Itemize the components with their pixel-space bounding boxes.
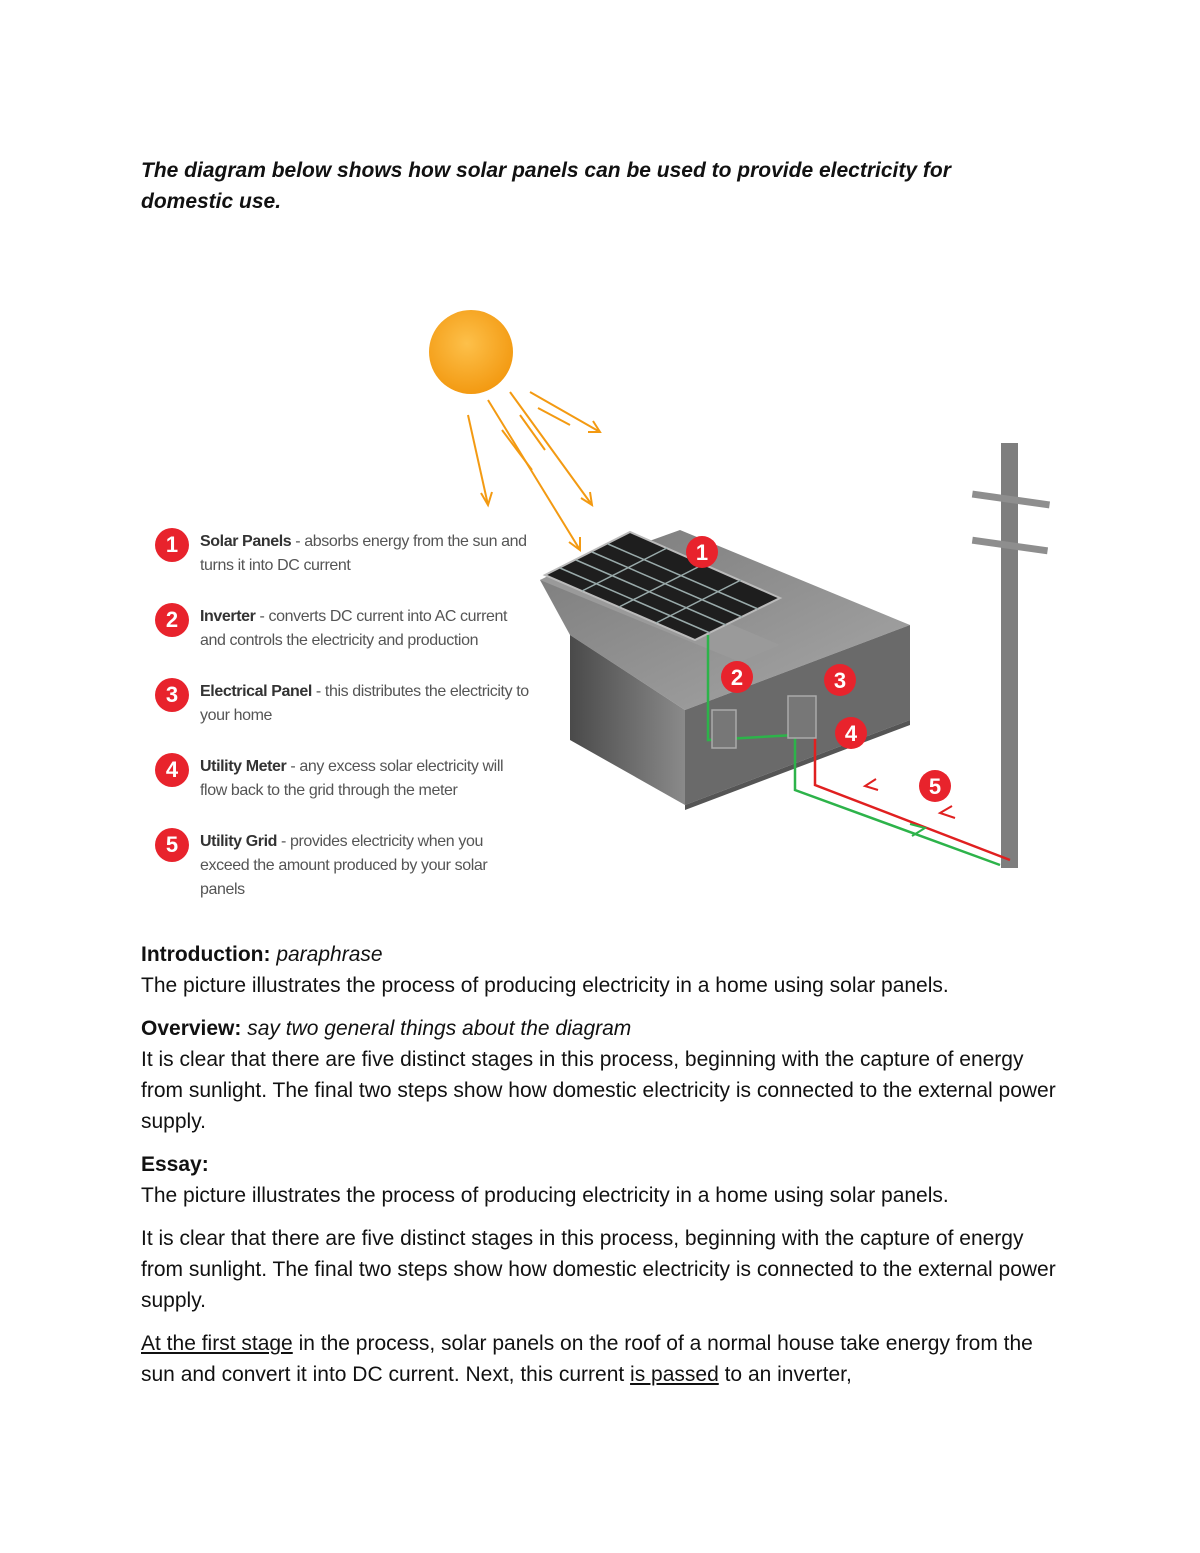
sun-rays [467,391,602,552]
legend-number: 4 [155,753,189,787]
legend-text: Solar Panels - absorbs energy from the s… [200,530,530,578]
utility-pole [971,443,1051,868]
legend-text: Electrical Panel - this distributes the … [200,680,530,728]
answer-text: Introduction: paraphrase The picture ill… [141,939,1061,1390]
legend-item-inverter: 2 Inverter - converts DC current into AC… [155,601,535,676]
diagram-badge-2: 2 [721,661,753,693]
legend-title: Utility Meter [200,758,287,775]
essay-label: Essay: [141,1153,209,1176]
essay-text: to an inverter, [718,1363,852,1386]
legend-number: 5 [155,828,189,862]
overview-text: It is clear that there are five distinct… [141,1048,1056,1133]
legend-desc: - provides electricity when you exceed t… [200,833,488,898]
essay-paragraph-2: It is clear that there are five distinct… [141,1227,1056,1312]
diagram-badge-3: 3 [824,664,856,696]
sun-icon [429,310,513,394]
svg-text:1: 1 [696,540,708,565]
solar-diagram: 1 2 3 4 5 [429,310,1051,868]
legend-title: Solar Panels [200,533,292,550]
diagram-badge-1: 1 [686,536,718,568]
legend-desc: - this distributes the electricity to yo… [200,683,529,724]
solar-panel-array [542,530,783,642]
overview-hint: say two general things about the diagram [247,1017,632,1040]
legend-text: Inverter - converts DC current into AC c… [200,605,530,653]
introduction-hint: paraphrase [276,943,383,966]
diagram-badge-5: 5 [919,770,951,802]
essay-text: in the process, solar panels on the roof… [141,1332,1033,1386]
legend-text: Utility Grid - provides electricity when… [200,830,530,902]
svg-text:5: 5 [929,774,941,799]
electrical-panel-box [787,695,817,739]
legend-number: 1 [155,528,189,562]
legend-title: Inverter [200,608,256,625]
svg-text:4: 4 [845,721,858,746]
essay-paragraph-1: The picture illustrates the process of p… [141,1184,949,1207]
introduction-heading: Introduction: paraphrase [141,939,1061,970]
overview-heading: Overview: say two general things about t… [141,1013,1061,1044]
underlined-phrase: is passed [630,1363,719,1386]
svg-text:3: 3 [834,668,846,693]
legend-item-utility-meter: 4 Utility Meter - any excess solar elect… [155,751,535,826]
task-prompt: The diagram below shows how solar panels… [141,159,951,213]
diagram-badge-4: 4 [835,717,867,749]
essay-paragraph-3: At the first stage in the process, solar… [141,1328,1061,1390]
introduction-label: Introduction: [141,943,271,966]
legend-number: 2 [155,603,189,637]
legend-title: Electrical Panel [200,683,312,700]
diagram-legend: 1 Solar Panels - absorbs energy from the… [155,526,535,901]
underlined-phrase: At the first stage [141,1332,293,1355]
legend-desc: - any excess solar electricity will flow… [200,758,504,799]
legend-number: 3 [155,678,189,712]
legend-desc: - absorbs energy from the sun and turns … [200,533,527,574]
legend-item-solar-panels: 1 Solar Panels - absorbs energy from the… [155,526,535,601]
inverter-box [711,709,737,749]
legend-text: Utility Meter - any excess solar electri… [200,755,530,803]
legend-item-utility-grid: 5 Utility Grid - provides electricity wh… [155,826,535,901]
svg-text:2: 2 [731,665,743,690]
introduction-text: The picture illustrates the process of p… [141,974,949,997]
overview-label: Overview: [141,1017,242,1040]
legend-item-electrical-panel: 3 Electrical Panel - this distributes th… [155,676,535,751]
legend-desc: - converts DC current into AC current an… [200,608,508,649]
legend-title: Utility Grid [200,833,277,850]
